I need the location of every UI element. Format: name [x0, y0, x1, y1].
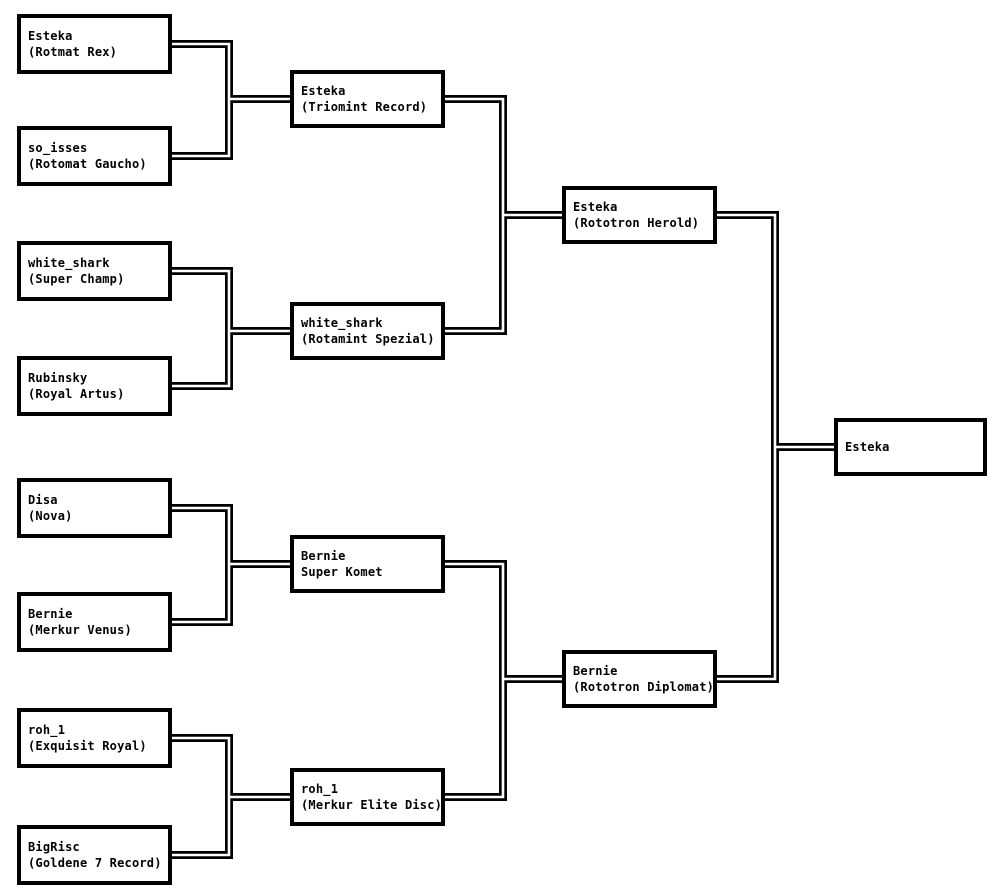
entrant-machine: (Rotomat Gaucho) [28, 157, 147, 171]
entrant-machine: (Exquisit Royal) [28, 739, 147, 753]
entrant-machine: (Rototron Herold) [573, 216, 700, 230]
bracket-box: roh_1 (Merkur Elite Disc) [290, 768, 445, 826]
bracket-box: Bernie (Rototron Diplomat) [562, 650, 717, 708]
bracket-box: Esteka (Rototron Herold) [562, 186, 717, 244]
entrant-name: Bernie [301, 549, 346, 563]
bracket-box: BigRisc (Goldene 7 Record) [17, 825, 172, 885]
bracket-box: Esteka (Rotmat Rex) [17, 14, 172, 74]
entrant-machine: (Royal Artus) [28, 387, 125, 401]
entrant-name: white_shark [301, 316, 383, 330]
entrant-machine: (Goldene 7 Record) [28, 856, 162, 870]
entrant-machine: (Super Champ) [28, 272, 125, 286]
bracket-box: Rubinsky (Royal Artus) [17, 356, 172, 416]
entrant-name: roh_1 [301, 782, 339, 796]
entrant-machine: (Nova) [28, 509, 73, 523]
entrant-name: Bernie [28, 607, 73, 621]
entrant-machine: Super Komet [301, 565, 383, 579]
entrant-machine: (Rotmat Rex) [28, 45, 118, 59]
bracket-box: Esteka (Triomint Record) [290, 70, 445, 128]
bracket-box: white_shark (Super Champ) [17, 241, 172, 301]
entrant-name: roh_1 [28, 723, 66, 737]
champion-box: Esteka [834, 418, 987, 476]
entrant-name: BigRisc [28, 840, 80, 854]
entrant-machine: (Merkur Elite Disc) [301, 798, 443, 812]
entrant-name: Esteka [845, 440, 890, 454]
entrant-name: Rubinsky [28, 371, 88, 385]
entrant-machine: (Rototron Diplomat) [573, 680, 715, 694]
bracket-box: Disa (Nova) [17, 478, 172, 538]
bracket-box: so_isses (Rotomat Gaucho) [17, 126, 172, 186]
entrant-machine: (Merkur Venus) [28, 623, 132, 637]
entrant-name: Esteka [301, 84, 346, 98]
entrant-machine: (Triomint Record) [301, 100, 428, 114]
entrant-machine: (Rotamint Spezial) [301, 332, 435, 346]
entrant-name: so_isses [28, 141, 88, 155]
bracket-box: roh_1 (Exquisit Royal) [17, 708, 172, 768]
entrant-name: white_shark [28, 256, 110, 270]
entrant-name: Bernie [573, 664, 618, 678]
entrant-name: Esteka [573, 200, 618, 214]
entrant-name: Esteka [28, 29, 73, 43]
entrant-name: Disa [28, 493, 58, 507]
bracket-box: Bernie (Merkur Venus) [17, 592, 172, 652]
bracket-box: white_shark (Rotamint Spezial) [290, 302, 445, 360]
